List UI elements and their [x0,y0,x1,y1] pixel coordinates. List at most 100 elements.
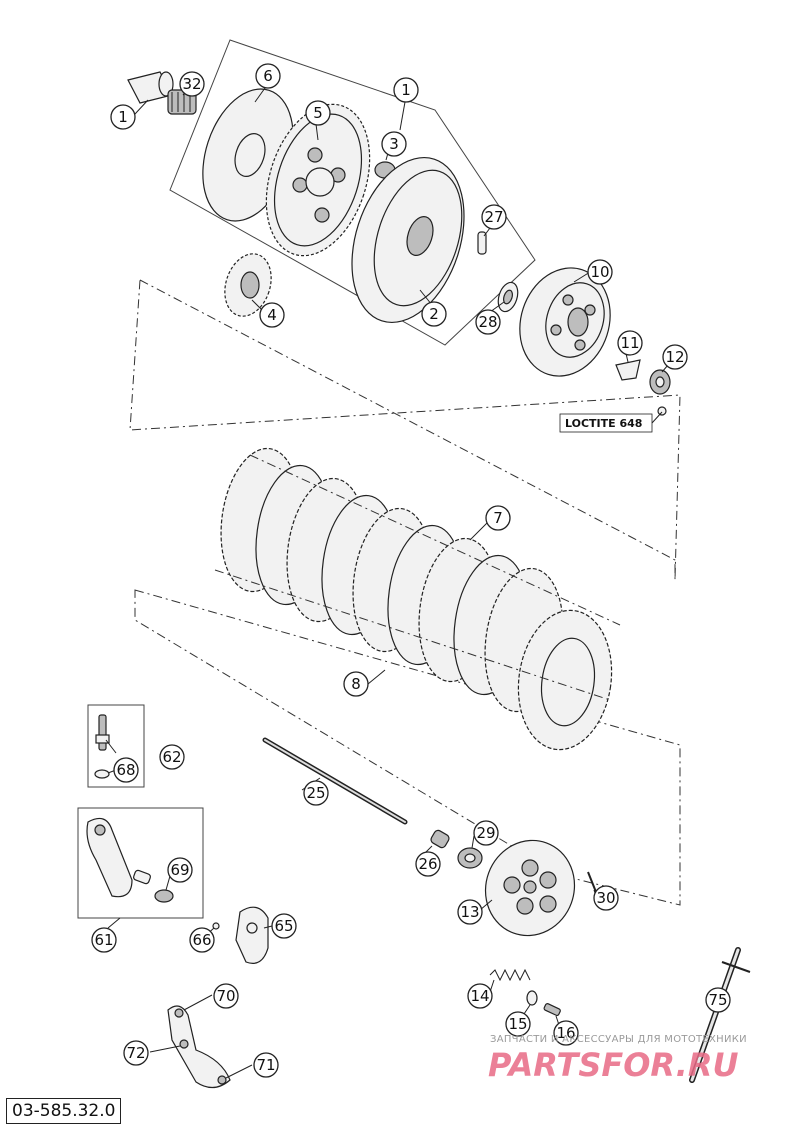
watermark-logo: PARTSFOR.RU [488,1046,739,1084]
callout-label: 2 [429,305,439,323]
callout-16: 16 [553,1020,579,1046]
diagram-reference-code: 03-585.32.0 [6,1098,122,1124]
pressure-plate-13-part [484,839,576,937]
callout-25: 25 [303,780,329,806]
callout-label: 29 [476,824,495,842]
callout-32: 32 [179,71,205,97]
primary-gear-5-part [265,103,371,257]
callout-label: 7 [493,509,503,527]
push-rod-25-part [262,737,408,825]
callout-label: 3 [389,135,399,153]
callout-label: 72 [126,1044,145,1062]
callout-label: 30 [596,889,615,907]
o-ring-68-part [94,769,110,779]
push-piece-26-part [430,829,450,849]
loctite-note-text: LOCTITE 648 [565,417,642,430]
callout-1: 1 [393,77,419,103]
callout-7: 7 [485,505,511,531]
callout-5: 5 [305,100,331,126]
washer-28-part [497,281,519,313]
washer-69-part [154,889,174,903]
bearing-29-part [457,847,483,869]
callout-label: 10 [590,263,609,281]
bracket-70-72-part [167,1005,231,1089]
callout-61: 61 [91,927,117,953]
lower-frame-dashed [134,589,681,906]
bolt-16-part [543,1003,561,1017]
callout-label: 14 [470,987,489,1005]
callout-27: 27 [481,204,507,230]
callout-69: 69 [167,857,193,883]
callout-66: 66 [189,927,215,953]
callout-label: 27 [484,208,503,226]
callout-label: 62 [162,748,181,766]
callout-71: 71 [253,1052,279,1078]
pin-27-part [477,231,487,255]
callout-label: 8 [351,675,361,693]
callout-label: 5 [313,104,323,122]
callout-62: 62 [159,744,185,770]
callout-14: 14 [467,983,493,1009]
detent-62-part [95,714,110,751]
callout-12: 12 [662,344,688,370]
callout-8: 8 [343,671,369,697]
gasket-65-part [235,906,269,964]
callout-30: 30 [593,885,619,911]
callout-10: 10 [587,259,613,285]
callout-15: 15 [505,1011,531,1037]
callout-68: 68 [113,757,139,783]
callout-label: 75 [708,991,727,1009]
detent-box-62 [87,704,145,788]
callout-13: 13 [457,899,483,925]
bushing-31-part [127,71,174,104]
callout-label: 15 [508,1015,527,1033]
callout-label: 26 [418,855,437,873]
washer-15-part [526,990,538,1006]
callout-label: 32 [182,75,201,93]
callout-72: 72 [123,1040,149,1066]
lock-washer-11-part [615,359,641,381]
inner-hub-10-part [519,267,611,377]
callout-11: 11 [617,330,643,356]
callout-label: 69 [170,861,189,879]
callout-label: 6 [263,67,273,85]
callout-4: 4 [259,302,285,328]
nut-12-part [649,369,671,416]
callout-26: 26 [415,851,441,877]
watermark-tagline: ЗАПЧАСТИ И АКСЕССУАРЫ ДЛЯ МОТОТЕХНИКИ [490,1034,747,1045]
callout-label: 1 [401,81,411,99]
callout-label: 66 [192,931,211,949]
callout-label: 1 [118,108,128,126]
callout-31: 1 [110,104,136,130]
callout-75: 75 [705,987,731,1013]
callout-label: 28 [478,313,497,331]
callout-label: 70 [216,987,235,1005]
release-lever-61-part [86,817,151,898]
lever-box-61 [77,807,204,919]
callout-label: 25 [306,784,325,802]
callout-28: 28 [475,309,501,335]
plate-stack-7-8-part [220,447,613,751]
callout-3: 3 [381,131,407,157]
callout-label: 16 [556,1024,575,1042]
callout-70: 70 [213,983,239,1009]
screw-30-part [587,871,597,893]
callout-label: 61 [94,931,113,949]
callout-29: 29 [473,820,499,846]
callout-label: 12 [665,348,684,366]
ball-66-part [212,922,220,930]
callout-label: 65 [274,917,293,935]
callout-2: 2 [421,301,447,327]
callout-label: 4 [267,306,277,324]
callout-label: 13 [460,903,479,921]
spring-14-part [489,968,531,982]
callout-6: 6 [255,63,281,89]
tool-75-part [689,947,751,1083]
small-gear-4-part [224,253,272,317]
callout-65: 65 [271,913,297,939]
callout-label: 68 [116,761,135,779]
callout-label: 11 [620,334,639,352]
clutch-basket-2-part [351,156,465,324]
plates-frame-dashed [129,279,681,581]
